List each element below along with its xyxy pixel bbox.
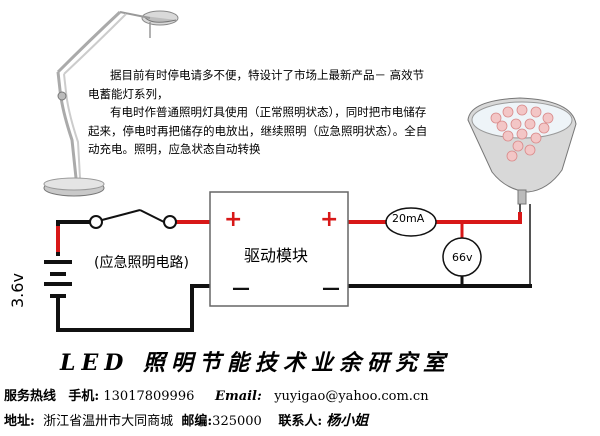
battery-symbol	[44, 260, 72, 298]
product-description: 据目前有时停电请多不便，特设计了市场上最新产品－ 高效节 电蓄能灯系列， 有电时…	[88, 66, 480, 159]
lab-banner-title: LED 照明节能技术业余研究室	[60, 350, 451, 376]
module-output-plus: +	[320, 207, 338, 232]
switch-symbol	[89, 209, 177, 229]
description-line-3: 有电时作普通照明灯具使用（正常照明状态），同时把市电储存	[110, 105, 427, 119]
module-input-plus: +	[224, 207, 242, 232]
email-label: Email:	[215, 389, 262, 404]
hotline-label: 服务热线	[4, 389, 57, 404]
mobile-label: 手机:	[68, 389, 100, 404]
desk-lamp-illustration	[43, 10, 179, 197]
description-line-1: 据目前有时停电请多不便，特设计了市场上最新产品－ 高效节	[110, 68, 425, 82]
voltage-meter	[442, 237, 482, 277]
contact-person-label: 联系人:	[278, 414, 323, 429]
description-line-2: 电蓄能灯系列，	[88, 86, 169, 101]
voltage-reading: 66v	[452, 251, 473, 264]
battery-voltage-label: 3.6v	[8, 273, 27, 308]
led-bulb-illustration	[467, 97, 577, 286]
description-line-5: 动充电。照明，应急状态自动转换	[88, 142, 261, 156]
emergency-circuit-label: (应急照明电路)	[94, 255, 189, 271]
email-address: yuyigao@yahoo.com.cn	[274, 389, 429, 404]
module-input-minus: —	[232, 278, 250, 299]
description-line-4: 起来，停电时再把储存的电放出，继续照明（应急照明状态）。全自	[88, 123, 428, 138]
current-meter	[385, 207, 437, 237]
postcode-label: 邮编:	[181, 414, 213, 429]
address-label: 地址:	[4, 414, 35, 429]
current-reading: 20mA	[392, 212, 425, 225]
contact-line-phone: 服务热线 手机: 13017809996 Email: yuyigao@yaho…	[4, 385, 429, 404]
drive-module-box	[209, 191, 349, 307]
address-value: 浙江省温卅市大同商城	[43, 414, 174, 429]
mobile-number: 13017809996	[103, 389, 195, 404]
module-output-minus: —	[322, 278, 340, 299]
contact-line-address: 地址: 浙江省温卅市大同商城 邮编:325000 联系人: 杨小姐	[4, 410, 368, 430]
postcode-value: 325000	[212, 414, 262, 429]
wiring	[56, 212, 532, 332]
drive-module-label: 驱动模块	[244, 246, 309, 265]
contact-person-signature: 杨小姐	[326, 413, 369, 429]
